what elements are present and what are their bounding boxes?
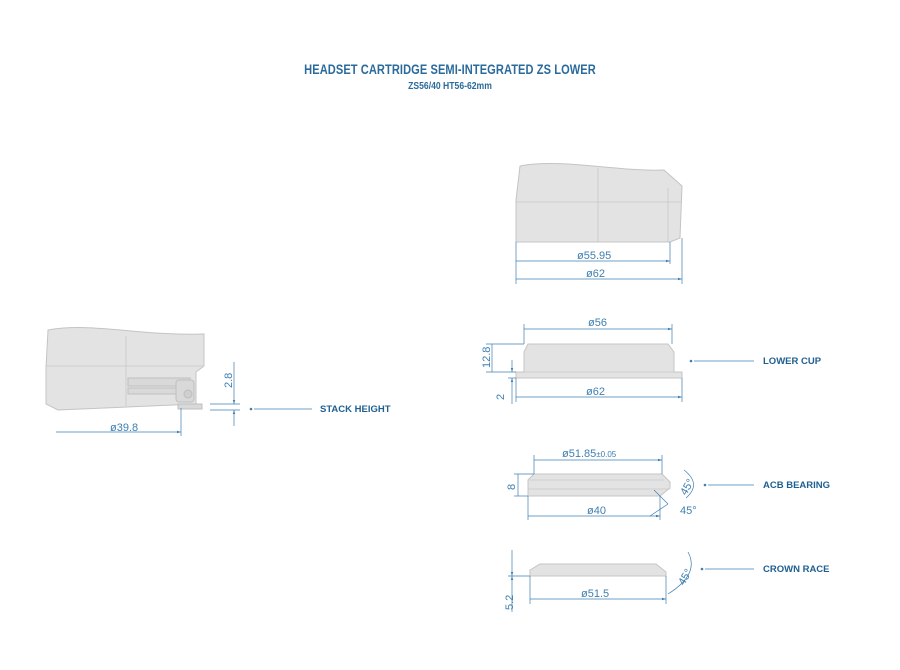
lower-cup-lip-dim: 2	[495, 394, 507, 400]
stack-height-dim: 2.8	[223, 373, 235, 388]
acb-bottom-dim: ø40	[587, 505, 606, 517]
crown-race-label: CROWN RACE	[763, 564, 830, 575]
acb-angle-top: 45°	[678, 477, 697, 497]
head-tube-drawing	[515, 163, 683, 243]
lower-cup-label: LOWER CUP	[763, 356, 822, 367]
lower-cup-drawing	[515, 343, 683, 379]
acb-angle-bottom: 45°	[680, 505, 697, 517]
crown-race-angle: 45°	[676, 567, 695, 587]
head-tube-inner-dim: ø55.95	[577, 250, 611, 262]
lower-cup-bottom-dim: ø62	[586, 386, 605, 398]
crown-race-drawing	[529, 563, 667, 577]
head-tube-outer-dim: ø62	[586, 268, 605, 280]
page-title: HEADSET CARTRIDGE SEMI-INTEGRATED ZS LOW…	[304, 62, 596, 77]
crown-race-height-dim: 5.2	[504, 595, 516, 610]
acb-bearing-label: ACB BEARING	[763, 480, 830, 491]
lower-cup-dimensions: ø56 12.8 2 ø62 LOWER CUP	[481, 317, 822, 404]
head-tube-dimensions: ø55.95 ø62	[515, 238, 683, 284]
acb-bearing-dimensions: ø51.85±0.05 8 ø40 45° 45° ACB BEARING	[506, 448, 830, 520]
crown-race-dimensions: 5.2 ø51.5 45° CROWN RACE	[504, 550, 830, 612]
assembly-drawing	[45, 327, 205, 411]
assembly-dimensions: ø39.8 2.8 STACK HEIGHT	[56, 362, 391, 436]
acb-top-dim: ø51.85±0.05	[562, 448, 617, 460]
lower-cup-height-dim: 12.8	[481, 347, 493, 368]
assembly-diameter-dim: ø39.8	[110, 422, 138, 434]
page-subtitle: ZS56/40 HT56-62mm	[408, 80, 492, 92]
acb-height-dim: 8	[506, 484, 518, 490]
crown-race-bottom-dim: ø51.5	[581, 588, 609, 600]
lower-cup-top-dim: ø56	[588, 317, 607, 329]
stack-height-label: STACK HEIGHT	[320, 404, 391, 415]
acb-bearing-drawing	[527, 473, 671, 497]
